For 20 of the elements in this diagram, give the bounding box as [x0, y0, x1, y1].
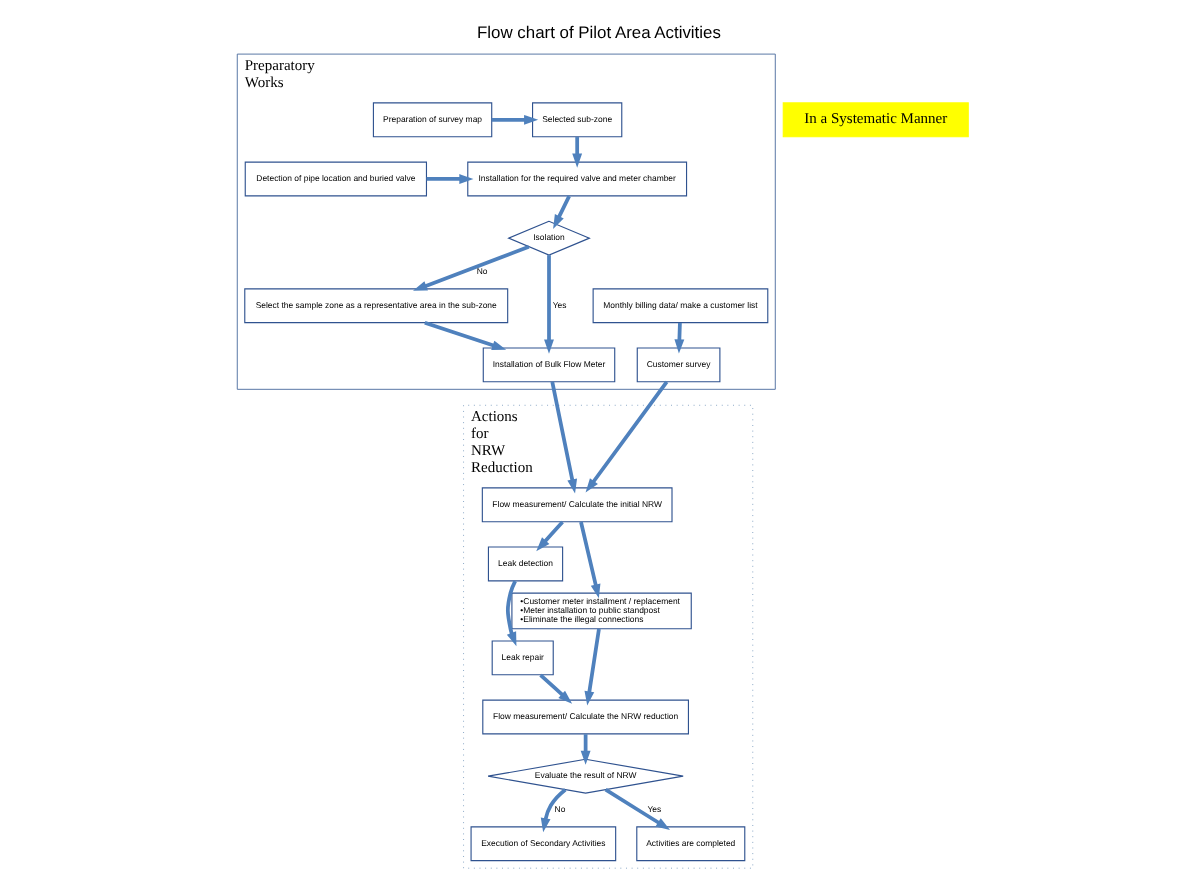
arrow	[491, 114, 539, 125]
arrow	[553, 195, 571, 229]
arrow	[426, 174, 474, 184]
arrow	[544, 255, 554, 354]
arrow	[539, 673, 573, 704]
arrow	[579, 521, 601, 599]
node-box: In a Systematic Manner	[782, 102, 969, 138]
arrow	[584, 628, 601, 706]
arrow	[412, 245, 530, 291]
arrow	[424, 321, 507, 351]
arrow	[540, 788, 567, 833]
arrow	[580, 734, 591, 765]
arrow	[604, 788, 671, 830]
arrow	[550, 381, 578, 494]
arrow	[585, 380, 669, 493]
arrow	[674, 322, 685, 354]
arrow	[506, 580, 517, 647]
arrow	[572, 137, 583, 168]
arrow	[536, 520, 564, 552]
diagram-title: Flow chart of Pilot Area Activities	[477, 21, 721, 42]
